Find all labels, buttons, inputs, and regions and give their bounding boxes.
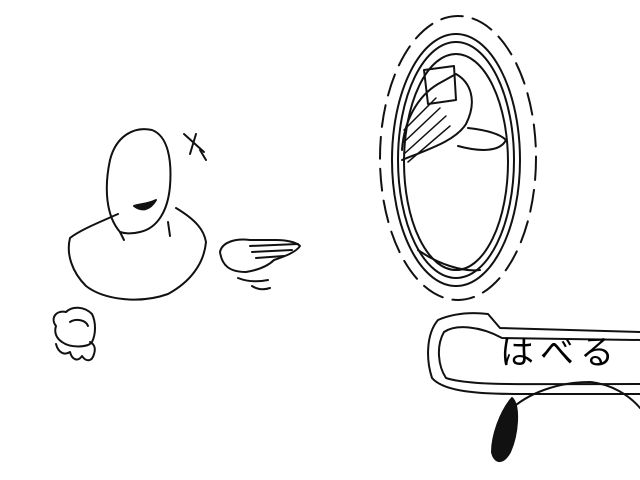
figure-torso — [67, 207, 207, 301]
mirror-curve-right — [457, 127, 507, 151]
mirror-outer-aura — [379, 15, 537, 301]
mirror-sketch — [379, 15, 537, 301]
mirror-frame-inner — [397, 41, 515, 279]
figure-neck-right — [167, 221, 171, 237]
cord-sketch — [491, 381, 640, 462]
speech-bubble-outline — [427, 312, 640, 395]
hand-fist-body — [52, 306, 96, 348]
speech-bubble-sketch — [427, 312, 640, 395]
speech-bubble-inner — [438, 326, 640, 386]
mirror-reflection — [401, 73, 473, 161]
mirror-hatching — [403, 97, 451, 163]
speech-bubble-text: はべる — [500, 333, 620, 373]
mirror-glass — [403, 53, 509, 271]
mirror-lamp — [423, 65, 457, 105]
hand-fist-thumb — [69, 318, 89, 327]
hand-fist-knuckles — [55, 341, 96, 362]
hand-open-motion — [237, 277, 271, 291]
sparkle-mark — [183, 133, 205, 155]
figure-mouth — [133, 199, 157, 211]
hand-open-palm — [219, 238, 301, 273]
figure-head — [105, 128, 172, 235]
hand-open-fingers — [249, 243, 299, 259]
figure-neck — [119, 231, 125, 241]
cord-plug — [491, 397, 518, 462]
mirror-bottom-curve — [417, 249, 481, 272]
figure-sketch — [67, 128, 207, 301]
mirror-frame-outer — [391, 33, 521, 287]
hand-open-sketch — [219, 238, 301, 291]
cord-line — [507, 381, 640, 413]
sparkle-tail — [199, 149, 207, 161]
hand-fist-sketch — [52, 306, 96, 362]
